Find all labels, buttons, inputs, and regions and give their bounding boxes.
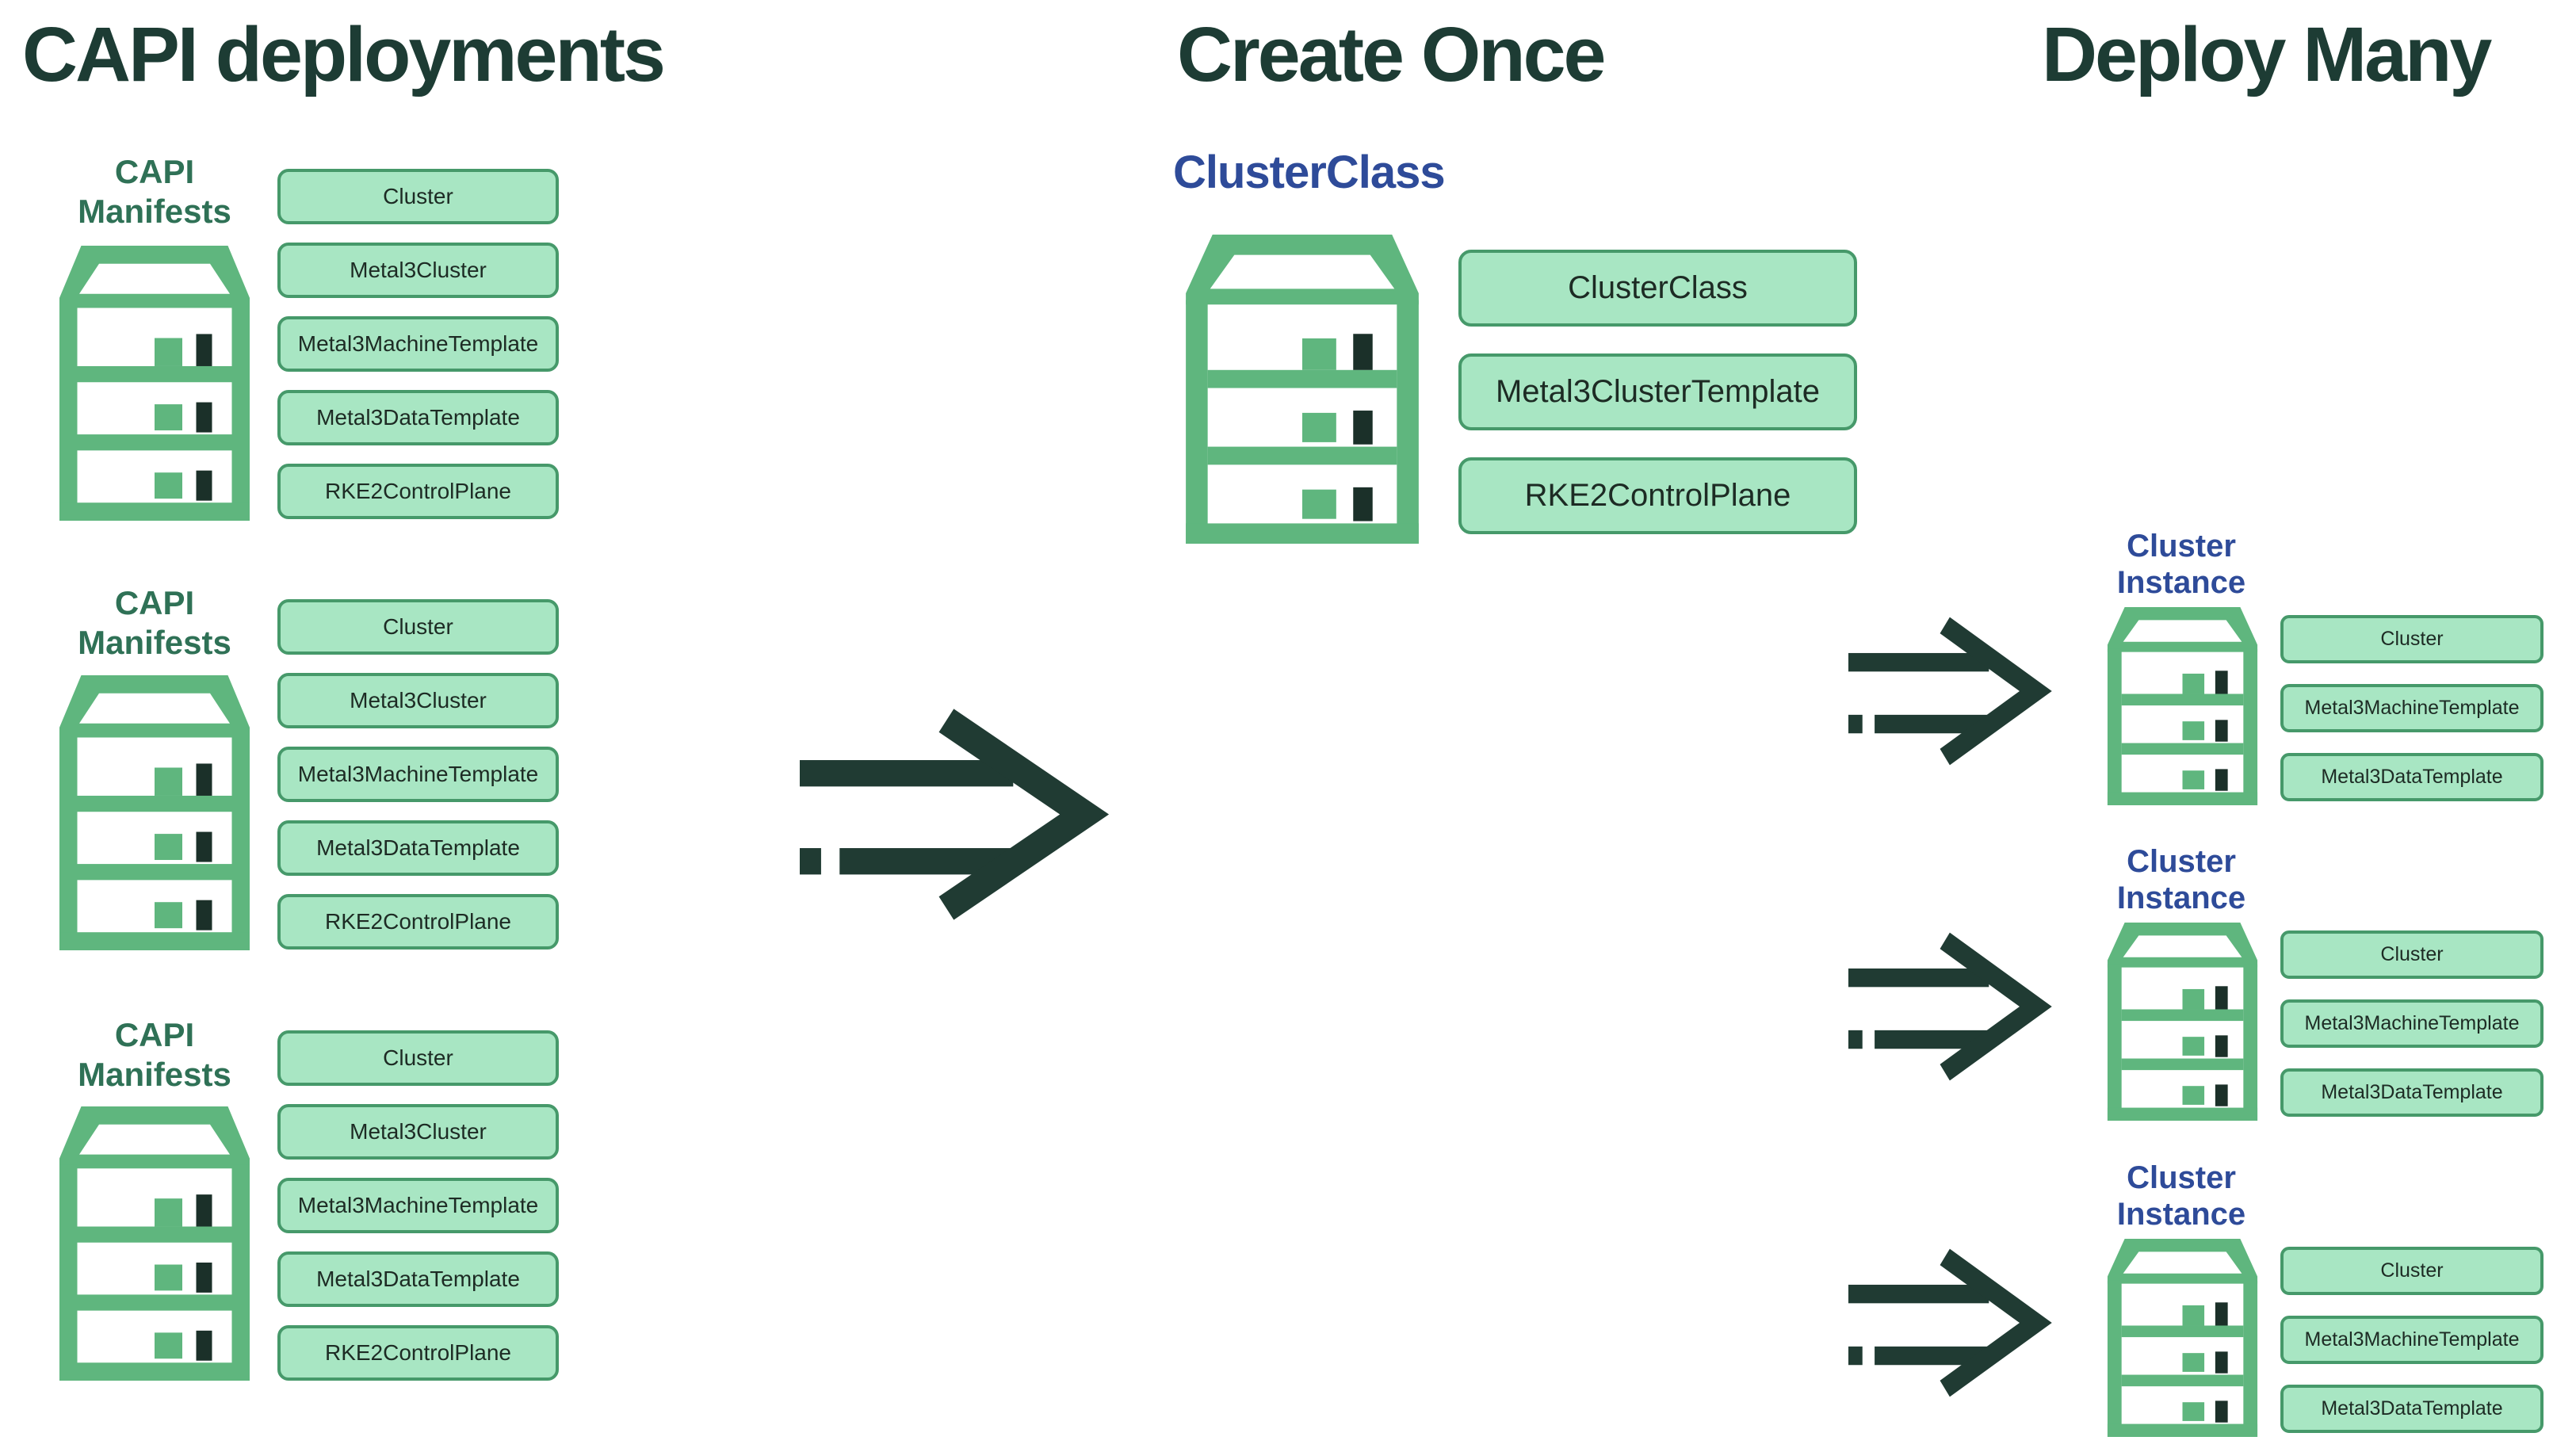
server-rack-icon — [2104, 923, 2261, 1121]
manifest-box-list: Cluster Metal3Cluster Metal3MachineTempl… — [277, 1030, 559, 1381]
resource-box: Metal3ClusterTemplate — [1458, 353, 1857, 430]
cluster-instance-label: Cluster Instance — [2116, 529, 2246, 600]
resource-box: Metal3Cluster — [277, 673, 559, 728]
cluster-instance-label: Cluster Instance — [2116, 1160, 2246, 1232]
resource-box: Cluster — [2280, 1247, 2544, 1295]
resource-box: Metal3DataTemplate — [2280, 753, 2544, 801]
resource-box: Cluster — [2280, 615, 2544, 663]
server-rack-icon — [55, 246, 254, 521]
flow-arrow-icon — [800, 701, 1113, 927]
resource-box: Metal3DataTemplate — [277, 390, 559, 445]
instance-box-list: Cluster Metal3MachineTemplate Metal3Data… — [2280, 1247, 2544, 1433]
instance-box-list: Cluster Metal3MachineTemplate Metal3Data… — [2280, 930, 2544, 1117]
resource-box: RKE2ControlPlane — [1458, 457, 1857, 534]
server-rack-icon — [1181, 235, 1424, 544]
resource-box: Cluster — [277, 1030, 559, 1086]
resource-box: Metal3MachineTemplate — [277, 316, 559, 372]
capi-manifests-label: CAPI Manifests — [78, 584, 231, 661]
manifest-box-list: Cluster Metal3Cluster Metal3MachineTempl… — [277, 599, 559, 950]
resource-box: RKE2ControlPlane — [277, 1325, 559, 1381]
resource-box: Cluster — [277, 169, 559, 224]
resource-box: Cluster — [277, 599, 559, 655]
flow-arrow-icon — [1848, 612, 2054, 770]
server-rack-icon — [2104, 1239, 2261, 1437]
resource-box: Metal3MachineTemplate — [2280, 1316, 2544, 1364]
server-rack-icon — [2104, 607, 2261, 805]
resource-box: Metal3DataTemplate — [277, 820, 559, 876]
server-rack-icon — [55, 1106, 254, 1381]
clusterclass-heading: ClusterClass — [1173, 147, 1446, 198]
resource-box: Metal3MachineTemplate — [2280, 999, 2544, 1048]
resource-box: Metal3DataTemplate — [2280, 1068, 2544, 1117]
clusterclass-box-list: ClusterClass Metal3ClusterTemplate RKE2C… — [1458, 250, 1857, 534]
instance-box-list: Cluster Metal3MachineTemplate Metal3Data… — [2280, 615, 2544, 801]
right-section-title: Deploy Many — [2042, 11, 2492, 97]
resource-box: Metal3Cluster — [277, 1104, 559, 1160]
server-rack-icon — [55, 675, 254, 950]
resource-box: Metal3MachineTemplate — [277, 1178, 559, 1233]
capi-manifests-label: CAPI Manifests — [78, 153, 231, 230]
manifest-box-list: Cluster Metal3Cluster Metal3MachineTempl… — [277, 169, 559, 519]
flow-arrow-icon — [1848, 1244, 2054, 1402]
resource-box: Metal3DataTemplate — [277, 1251, 559, 1307]
resource-box: Metal3Cluster — [277, 243, 559, 298]
center-section-title: Create Once — [1177, 11, 1606, 97]
resource-box: Cluster — [2280, 930, 2544, 979]
capi-manifests-label: CAPI Manifests — [78, 1016, 231, 1093]
resource-box: RKE2ControlPlane — [277, 464, 559, 519]
cluster-instance-label: Cluster Instance — [2116, 844, 2246, 915]
resource-box: Metal3DataTemplate — [2280, 1385, 2544, 1433]
resource-box: RKE2ControlPlane — [277, 894, 559, 950]
resource-box: ClusterClass — [1458, 250, 1857, 327]
left-section-title: CAPI deployments — [22, 11, 666, 97]
resource-box: Metal3MachineTemplate — [277, 747, 559, 802]
flow-arrow-icon — [1848, 927, 2054, 1086]
resource-box: Metal3MachineTemplate — [2280, 684, 2544, 732]
